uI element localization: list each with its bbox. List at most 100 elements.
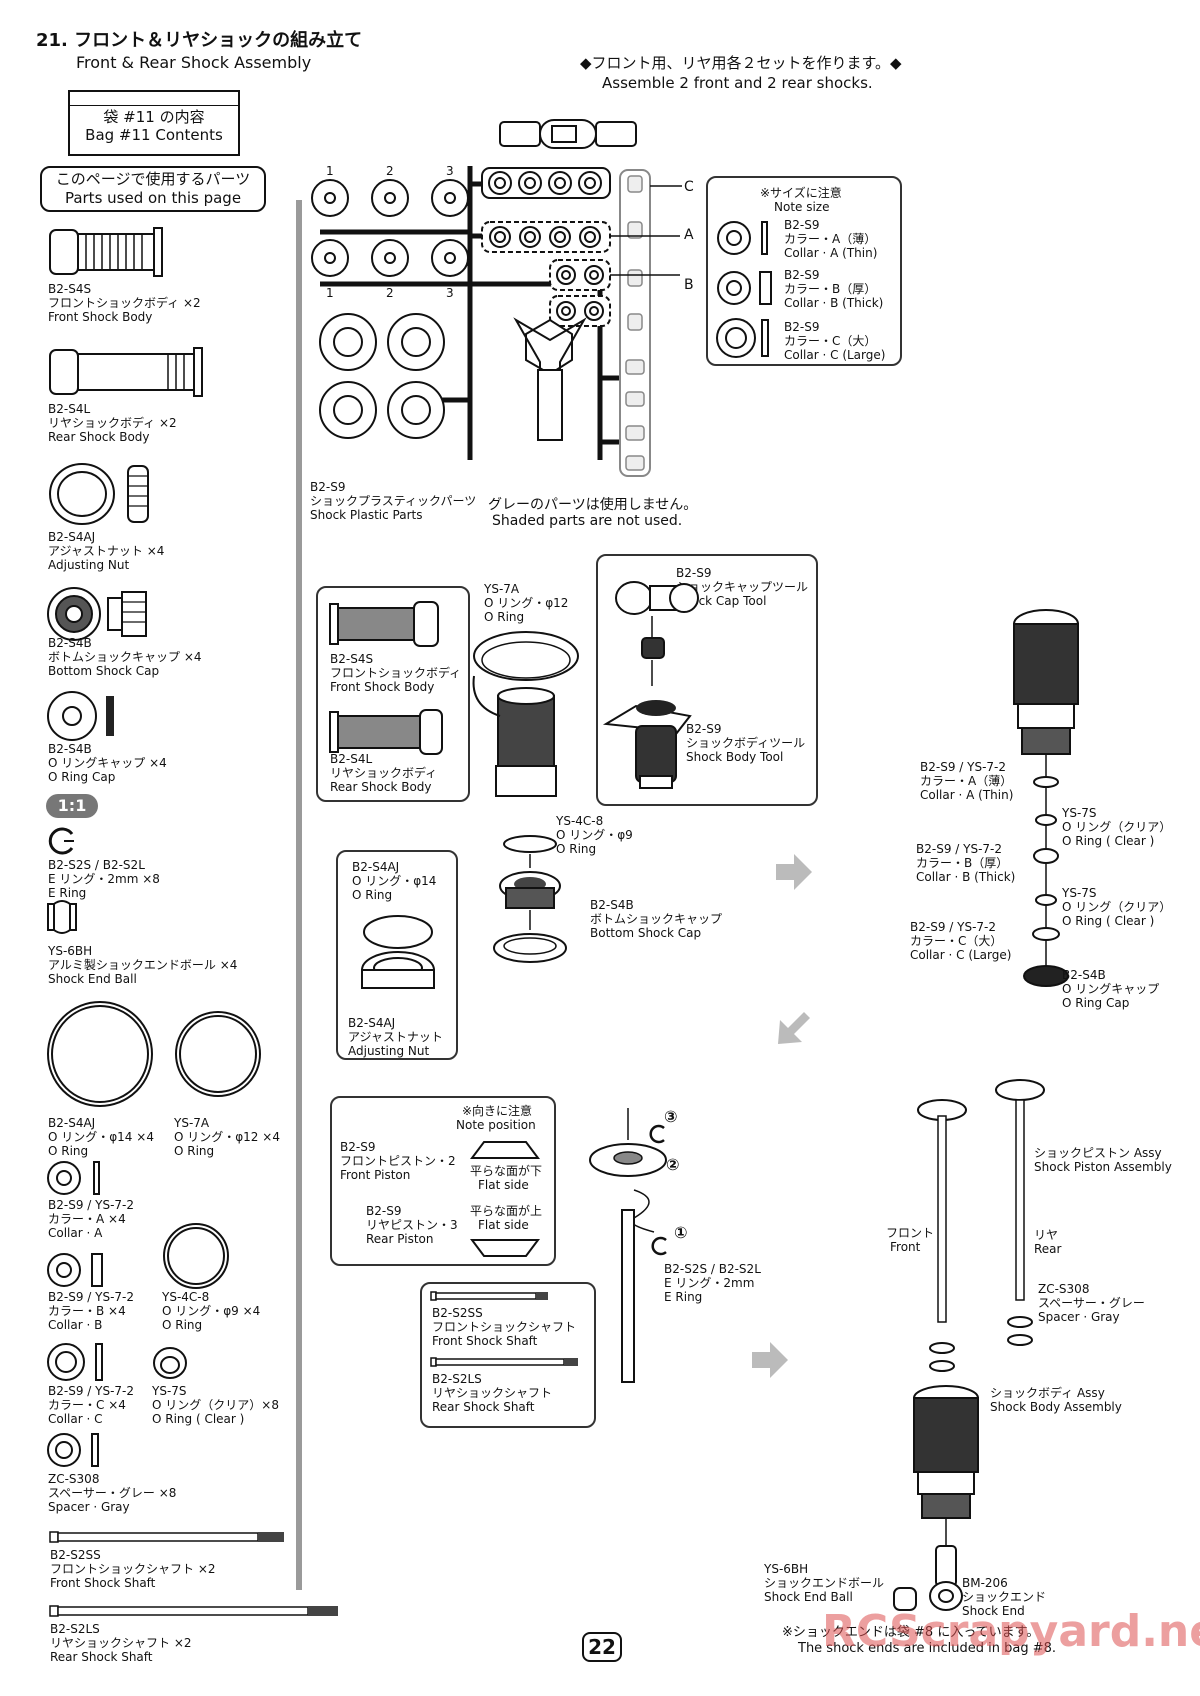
end-ball-code: YS-6BH <box>764 1562 809 1576</box>
collar-b-icon <box>47 1253 103 1287</box>
part-name-en: Front Shock Body <box>48 310 153 324</box>
header-note-en: Assemble 2 front and 2 rear shocks. <box>602 74 873 92</box>
part-name-en: O Ring <box>48 1144 89 1158</box>
stack-collar-b-jp: カラー・B（厚） <box>916 856 1009 870</box>
part-name-en: O Ring <box>162 1318 203 1332</box>
part-code: B2-S9 / YS-7-2 <box>48 1290 134 1304</box>
size-note-head-en: Note size <box>774 200 830 214</box>
collar-letter-c: C <box>684 179 694 195</box>
oring9-en: O Ring <box>556 842 597 856</box>
rear-shock-shaft-icon <box>49 1605 338 1617</box>
adj-oring-en: O Ring <box>352 888 393 902</box>
final-spacer-en: Spacer · Gray <box>1038 1310 1120 1324</box>
front-shock-body-icon <box>49 227 163 277</box>
stack-collar-a-code: B2-S9 / YS-7-2 <box>920 760 1006 774</box>
rear-label-jp: リヤ <box>1034 1228 1059 1242</box>
size-note-code-b: B2-S9 <box>784 268 820 282</box>
page-number: 22 <box>582 1632 622 1662</box>
rear-shock-body-icon <box>49 347 203 397</box>
bottom-cap-jp: ボトムショックキャップ <box>590 912 723 926</box>
bottom-cap-assembly-icon <box>493 835 567 963</box>
shock-body-tool-icon <box>513 317 587 441</box>
part-name-en: Collar · C <box>48 1412 103 1426</box>
part-name-jp: O リングキャップ ×4 <box>48 756 167 770</box>
shock-plastic-parts-sprue <box>311 119 682 477</box>
front-piston-side-en: Flat side <box>478 1178 529 1192</box>
part-name-en: Rear Shock Shaft <box>50 1650 153 1664</box>
size-note-en-c: Collar · C (Large) <box>784 348 886 362</box>
part-name-jp: アルミ製ショックエンドボール ×4 <box>48 958 238 972</box>
right-arrow-icon-2 <box>752 1342 788 1378</box>
body-tool-jp: ショックボディツール <box>686 736 806 750</box>
adj-nut-en: Adjusting Nut <box>348 1044 430 1058</box>
stack-collar-a-en: Collar · A (Thin) <box>920 788 1014 802</box>
front-piston-side-jp: 平らな面が下 <box>470 1164 543 1178</box>
header-note-jp: ◆フロント用、リヤ用各２セットを作ります。◆ <box>580 54 902 72</box>
spacer-gray-icon <box>47 1433 99 1467</box>
rear-piston-jp: リヤピストン・3 <box>366 1218 458 1232</box>
stack-oring1-code: YS-7S <box>1062 806 1097 820</box>
oring12-jp: O リング・φ12 <box>484 596 569 610</box>
part-name-en: Adjusting Nut <box>48 558 130 572</box>
o-ring-clear-icon <box>153 1347 187 1379</box>
final-shock-assembly-icon <box>893 1079 1045 1611</box>
sprue-name-en: Shock Plastic Parts <box>310 508 423 522</box>
part-code: B2-S4B <box>48 636 92 650</box>
part-name-jp: O リング（クリア）×8 <box>152 1398 279 1412</box>
body-front-jp: フロントショックボディ <box>330 666 462 680</box>
part-name-jp: O リング・φ9 ×4 <box>162 1304 261 1318</box>
body-assy-en: Shock Body Assembly <box>990 1400 1122 1414</box>
part-code: B2-S4S <box>48 282 92 296</box>
front-shaft-code: B2-S2SS <box>432 1306 483 1320</box>
shock-tools-icon <box>602 581 699 789</box>
part-code: B2-S2LS <box>50 1622 100 1636</box>
part-name-en: Front Shock Shaft <box>50 1576 156 1590</box>
size-note-en-b: Collar · B (Thick) <box>784 296 884 310</box>
right-arrow-icon <box>776 854 812 890</box>
part-name-jp: カラー・A ×4 <box>48 1212 126 1226</box>
part-name-jp: ボトムショックキャップ ×4 <box>48 650 202 664</box>
step-1-badge: ① <box>674 1223 688 1242</box>
ering-en: E Ring <box>664 1290 703 1304</box>
footer-note-jp: ※ショックエンドは袋 #8 に入っています。 <box>782 1625 1040 1640</box>
shock-end-ball-icon <box>47 900 77 934</box>
rear-label-en: Rear <box>1034 1242 1062 1256</box>
part-code: YS-6BH <box>48 944 93 958</box>
rear-piston-shape-icon <box>470 1239 540 1257</box>
sprue-number-1: 1 <box>326 164 334 178</box>
final-spacer-jp: スペーサー・グレー <box>1038 1296 1145 1310</box>
footer-note-en: The shock ends are included in bag #8. <box>798 1641 1057 1656</box>
column-divider <box>296 200 302 1590</box>
shaded-note-jp: グレーのパーツは使用しません。 <box>488 497 698 513</box>
rear-piston-side-jp: 平らな面が上 <box>470 1204 543 1218</box>
rear-shaft-en: Rear Shock Shaft <box>432 1400 535 1414</box>
bag-contents-en: Bag #11 Contents <box>85 126 223 144</box>
page-title-jp: 21. フロント＆リヤショックの組み立て <box>36 30 363 51</box>
part-code: B2-S2S / B2-S2L <box>48 858 145 872</box>
sprue-number-3: 3 <box>446 164 454 178</box>
stack-collar-a-jp: カラー・A（薄） <box>920 774 1013 788</box>
part-name-jp: リヤショックボディ ×2 <box>48 416 177 430</box>
stack-oring-cap-code: B2-S4B <box>1062 968 1106 982</box>
part-name-en: O Ring <box>174 1144 215 1158</box>
piston-head-en: Note position <box>456 1118 536 1132</box>
shock-end-en: Shock End <box>962 1604 1025 1618</box>
adjusting-nut-oring-icon <box>361 915 435 989</box>
size-note-jp-b: カラー・B（厚） <box>784 282 877 296</box>
oring9-jp: O リング・φ9 <box>556 828 633 842</box>
body-rear-en: Rear Shock Body <box>330 780 432 794</box>
rear-piston-side-en: Flat side <box>478 1218 529 1232</box>
adj-nut-code: B2-S4AJ <box>348 1016 396 1030</box>
part-name-jp: O リング・φ14 ×4 <box>48 1130 154 1144</box>
bottom-shock-cap-icon <box>47 587 147 641</box>
parts-used-box: このページで使用するパーツ Parts used on this page <box>40 166 266 212</box>
piston-head-jp: ※向きに注意 <box>462 1104 533 1118</box>
shock-end-jp: ショックエンド <box>962 1590 1047 1604</box>
piston-position-box <box>330 1096 556 1266</box>
shock-end-code: BM-206 <box>962 1576 1008 1590</box>
cap-tool-jp: ショックキャップツール <box>676 580 809 594</box>
rear-shaft-mini-icon <box>430 1357 578 1367</box>
stack-collar-b-en: Collar · B (Thick) <box>916 870 1016 884</box>
size-note-code-c: B2-S9 <box>784 320 820 334</box>
end-ball-en: Shock End Ball <box>764 1590 853 1604</box>
